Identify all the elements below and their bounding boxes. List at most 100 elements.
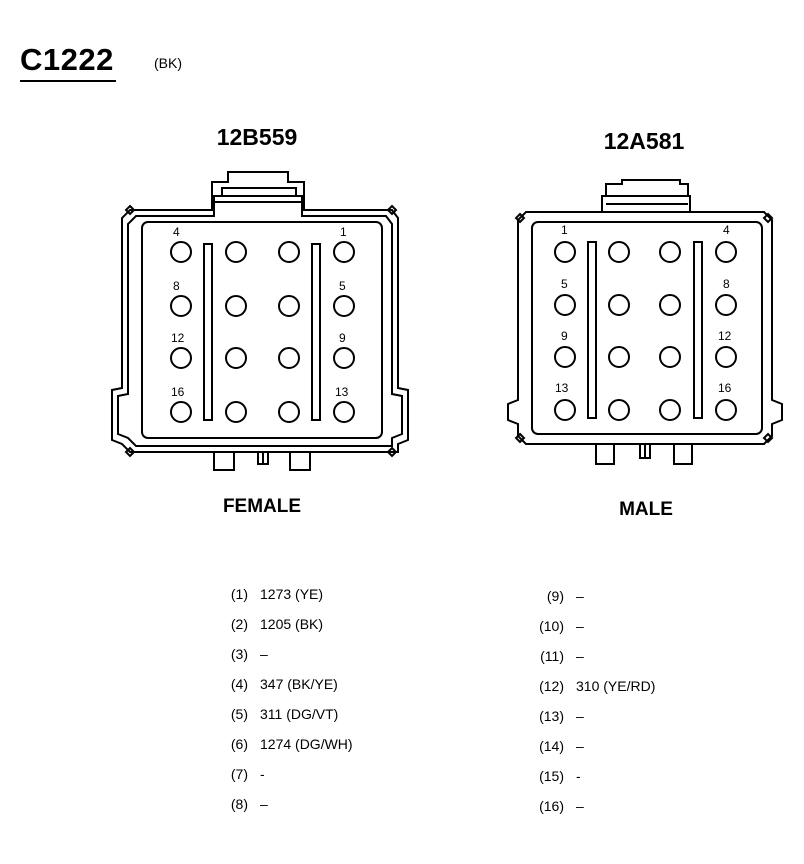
female-housing-inner: [117, 187, 403, 447]
pin-1: [333, 241, 355, 263]
pin-10: [608, 346, 630, 368]
circuit-value: –: [260, 646, 268, 662]
female-pin-grid: [170, 241, 355, 423]
male-corner-mark: [514, 212, 526, 224]
male-housing-outer: [507, 211, 783, 445]
pin-1: [554, 241, 576, 263]
male-divider-bar: [587, 241, 597, 419]
pin-3: [225, 241, 247, 263]
female-corner-mark: [124, 446, 136, 458]
pinout-row: (7)-: [212, 766, 265, 786]
pin-label-12: 12: [171, 331, 185, 345]
circuit-value: –: [576, 738, 584, 754]
circuit-value: –: [576, 798, 584, 814]
pin-6: [278, 295, 300, 317]
pinout-row: (13)–: [528, 708, 584, 728]
pin-label-5: 5: [339, 279, 346, 293]
female-corner-mark: [386, 204, 398, 216]
pin-label-8: 8: [723, 277, 730, 291]
pin-number: (6): [230, 736, 248, 752]
male-part-number: 12A581: [603, 128, 685, 154]
pin-11: [225, 347, 247, 369]
pinout-row: (6)1274 (DG/WH): [212, 736, 353, 756]
pin-11: [659, 346, 681, 368]
pin-5: [554, 294, 576, 316]
pin-7: [225, 295, 247, 317]
pinout-row: (3)–: [212, 646, 268, 666]
pinout-row: (9)–: [528, 588, 584, 608]
connector-color-code: (BK): [154, 55, 182, 71]
circuit-value: 1205 (BK): [260, 616, 324, 632]
female-gender-label: FEMALE: [222, 496, 302, 517]
pin-number: (1): [230, 586, 248, 602]
male-bottom-tab: [595, 443, 615, 465]
pinout-row: (8)–: [212, 796, 268, 816]
pinout-row: (15)-: [528, 768, 581, 788]
pin-number: (11): [540, 648, 564, 664]
female-connector-face: 4 1 8 5 12 9 16 13: [111, 171, 409, 471]
pin-label-13: 13: [555, 381, 569, 395]
pin-number: (12): [539, 678, 564, 694]
pin-label-4: 4: [173, 225, 180, 239]
pin-8: [170, 295, 192, 317]
female-corner-mark: [386, 446, 398, 458]
male-pin-grid: [554, 241, 737, 421]
pin-4: [715, 241, 737, 263]
pin-number: (13): [539, 708, 564, 724]
pin-number: (2): [230, 616, 248, 632]
pin-number: (15): [539, 768, 564, 784]
pin-12: [170, 347, 192, 369]
circuit-value: –: [576, 588, 584, 604]
circuit-value: –: [576, 648, 584, 664]
circuit-value: –: [576, 618, 584, 634]
pin-14: [608, 399, 630, 421]
pin-number: (4): [230, 676, 248, 692]
male-corner-mark: [762, 432, 774, 444]
male-key-block: [601, 179, 691, 212]
male-inner-face: [531, 221, 763, 435]
female-corner-mark: [124, 204, 136, 216]
pinout-row: (1) 1273 (YE): [212, 586, 323, 606]
pin-6: [608, 294, 630, 316]
circuit-value: 310 (YE/RD): [576, 678, 656, 694]
circuit-value: 311 (DG/VT): [260, 706, 339, 722]
pin-12: [715, 346, 737, 368]
pinout-row: (16)–: [528, 798, 584, 818]
pinout-row: (2) 1205 (BK): [212, 616, 323, 636]
pin-label-9: 9: [339, 331, 346, 345]
pin-15: [225, 401, 247, 423]
pin-label-16: 16: [718, 381, 732, 395]
pin-number: (7): [230, 766, 248, 782]
circuit-value: -: [260, 766, 265, 782]
pin-10: [278, 347, 300, 369]
female-divider-bar: [311, 243, 321, 421]
pin-8: [715, 294, 737, 316]
pin-3: [659, 241, 681, 263]
pin-label-8: 8: [173, 279, 180, 293]
pin-15: [659, 399, 681, 421]
title-underline: [20, 80, 116, 82]
pin-4: [170, 241, 192, 263]
circuit-value: –: [260, 796, 268, 812]
pin-number: (10): [539, 618, 564, 634]
male-gender-label: MALE: [619, 499, 673, 520]
pin-label-16: 16: [171, 385, 185, 399]
circuit-value: 1273 (YE): [260, 586, 324, 602]
pin-label-5: 5: [561, 277, 568, 291]
pin-label-13: 13: [335, 385, 349, 399]
pin-number: (9): [546, 588, 564, 604]
pin-13: [333, 401, 355, 423]
connector-title: C1222: [20, 42, 114, 77]
male-connector-face: 1 4 5 8 9 12 13 16: [507, 179, 783, 465]
female-divider-bar: [203, 243, 213, 421]
pin-9: [554, 346, 576, 368]
pinout-row: (10)–: [528, 618, 584, 638]
pin-label-4: 4: [723, 223, 730, 237]
pin-number: (3): [230, 646, 248, 662]
female-part-number: 12B559: [216, 124, 298, 150]
pin-14: [278, 401, 300, 423]
pin-16: [715, 399, 737, 421]
pinout-row: (5)311 (DG/VT): [212, 706, 338, 726]
pin-16: [170, 401, 192, 423]
pin-label-9: 9: [561, 329, 568, 343]
